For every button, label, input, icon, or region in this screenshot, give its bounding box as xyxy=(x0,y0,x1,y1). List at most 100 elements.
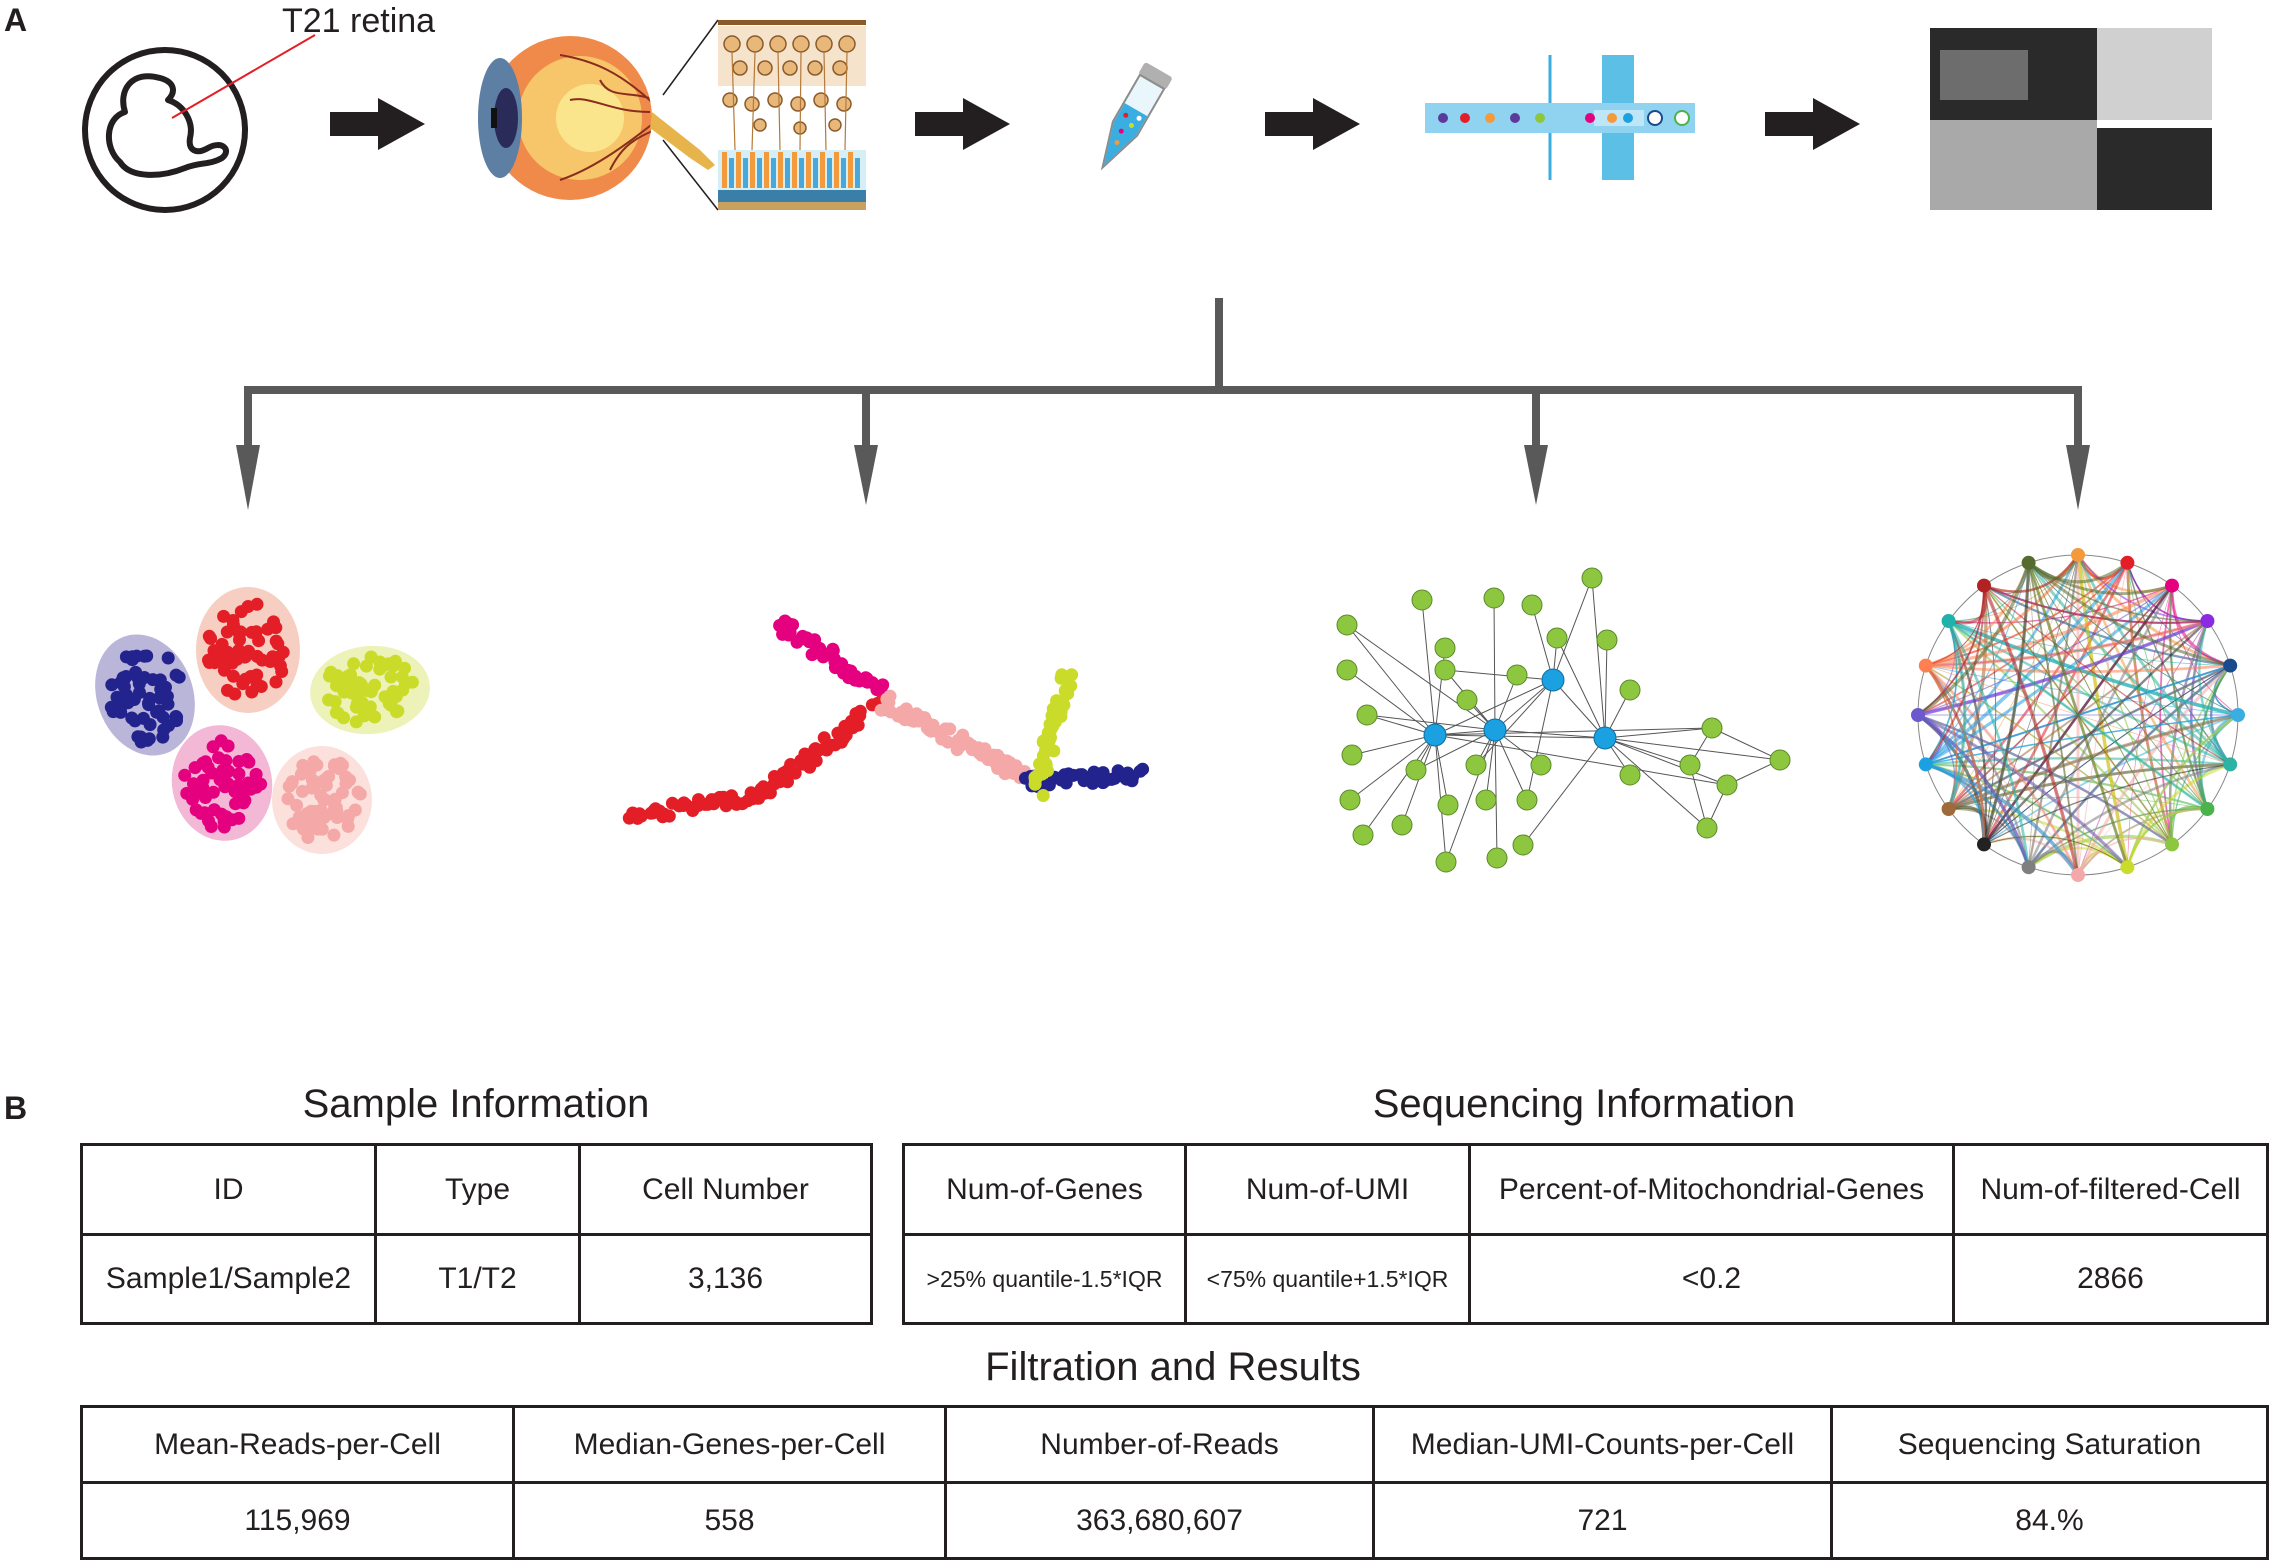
network-edge xyxy=(1526,679,1554,801)
cell-dot xyxy=(364,685,378,699)
trajectory-cell-dot xyxy=(657,807,671,821)
value-cell: 721 xyxy=(1372,1481,1833,1560)
retina-layers-illustration xyxy=(662,19,866,211)
communication-edge xyxy=(1925,665,2173,845)
cell-dot xyxy=(254,777,268,791)
cell-dot xyxy=(222,764,235,778)
cell-dot xyxy=(269,675,283,689)
panel-a-letter: A xyxy=(4,2,28,38)
cell-dot xyxy=(273,659,287,673)
trajectory-cell-dot xyxy=(860,675,874,689)
network-edge xyxy=(1552,679,1606,739)
cell-dot xyxy=(249,767,263,781)
cell-dot xyxy=(232,778,246,792)
cell-dot xyxy=(341,819,355,833)
communication-edge xyxy=(2028,562,2173,845)
network-node xyxy=(1341,744,1363,766)
header-cell: Num-of-Genes xyxy=(902,1143,1187,1236)
communication-edge xyxy=(1947,620,2030,868)
communication-edge xyxy=(1983,562,2030,595)
table-header-row: Num-of-Genes Num-of-UMI Percent-of-Mitoc… xyxy=(902,1143,2269,1236)
cell-dot xyxy=(238,794,252,807)
cell-dot xyxy=(265,620,279,634)
cell-dot xyxy=(198,806,212,820)
communication-edge xyxy=(1948,762,2231,811)
network-node xyxy=(1701,717,1723,739)
cell-dot xyxy=(244,782,258,796)
network-node xyxy=(1411,589,1433,611)
cell-dot xyxy=(347,657,361,671)
cell-type-node xyxy=(2071,548,2085,562)
cell-dot xyxy=(143,718,157,732)
cell-type-node xyxy=(2200,614,2215,628)
network-edge xyxy=(1604,737,1781,761)
communication-edge xyxy=(1917,713,1943,766)
network-edge xyxy=(1493,597,1496,731)
network-edge xyxy=(1445,729,1496,863)
gene-network-plot xyxy=(1336,567,1791,873)
communication-edge xyxy=(1925,762,2080,877)
cell-type-node xyxy=(1941,802,1956,816)
cell-dot xyxy=(162,719,176,732)
network-node xyxy=(1456,689,1478,711)
value-cell: T1/T2 xyxy=(374,1233,581,1325)
communication-edge xyxy=(1925,664,2231,674)
network-node xyxy=(1465,754,1487,776)
network-edge xyxy=(1434,679,1554,736)
header-cell: Percent-of-Mitochondrial-Genes xyxy=(1468,1143,1955,1236)
cell-type-node xyxy=(1911,708,1925,722)
filtration-results-table: Mean-Reads-per-Cell Median-Genes-per-Cel… xyxy=(80,1405,2269,1560)
cell-dot xyxy=(364,650,378,664)
cell-communication-circle-plot xyxy=(1911,548,2245,882)
communication-edge xyxy=(1925,585,1985,667)
cell-dot xyxy=(217,609,231,623)
network-node xyxy=(1512,834,1534,856)
network-node xyxy=(1696,817,1718,839)
value-cell: 2866 xyxy=(1952,1233,2269,1325)
network-edge xyxy=(1556,637,1606,739)
network-edge xyxy=(1494,729,1498,859)
communication-edge xyxy=(2028,562,2208,810)
cell-dot xyxy=(212,653,226,667)
header-cell: Median-UMI-Counts-per-Cell xyxy=(1372,1405,1833,1484)
communication-edge xyxy=(1917,562,2031,717)
communication-edge xyxy=(1983,585,2231,765)
network-node xyxy=(1506,664,1528,686)
network-hub-node xyxy=(1541,668,1565,692)
trajectory-cell-dot xyxy=(1036,789,1050,802)
trajectory-cell-dot xyxy=(1054,671,1068,685)
trajectory-cell-dot xyxy=(880,693,894,707)
network-edge xyxy=(1421,599,1436,736)
network-edge xyxy=(1346,624,1496,731)
network-node xyxy=(1437,794,1459,816)
cell-dot xyxy=(386,684,400,698)
cell-dot xyxy=(212,751,225,765)
cell-type-node xyxy=(2071,868,2085,882)
cell-type-node xyxy=(1977,837,1991,852)
value-cell: >25% quantile-1.5*IQR xyxy=(902,1233,1187,1325)
cell-dot xyxy=(254,680,268,693)
cell-type-node xyxy=(2120,860,2135,875)
sample-info-table: ID Type Cell Number Sample1/Sample2 T1/T… xyxy=(80,1143,873,1325)
network-edge xyxy=(1366,714,1436,736)
cell-type-node xyxy=(2120,555,2135,570)
cell-type-node xyxy=(2021,555,2036,570)
network-node xyxy=(1596,629,1618,651)
cell-type-node xyxy=(1918,658,1933,673)
network-edge xyxy=(1689,764,1708,829)
cell-dot xyxy=(328,758,341,772)
communication-edge xyxy=(1982,584,2080,876)
network-edge xyxy=(1604,639,1608,739)
table-row: >25% quantile-1.5*IQR <75% quantile+1.5*… xyxy=(902,1233,2269,1325)
trajectory-cell-dot xyxy=(1075,768,1089,782)
table-row: Sample1/Sample2 T1/T2 3,136 xyxy=(80,1233,873,1325)
value-cell: 115,969 xyxy=(80,1481,515,1560)
cell-dot xyxy=(153,691,166,705)
cell-dot xyxy=(382,697,396,711)
trajectory-cell-dot xyxy=(665,796,679,810)
communication-edge xyxy=(2027,763,2231,869)
cell-dot xyxy=(232,811,246,825)
network-node xyxy=(1581,567,1603,589)
network-node xyxy=(1679,754,1701,776)
cell-dot xyxy=(104,700,118,714)
